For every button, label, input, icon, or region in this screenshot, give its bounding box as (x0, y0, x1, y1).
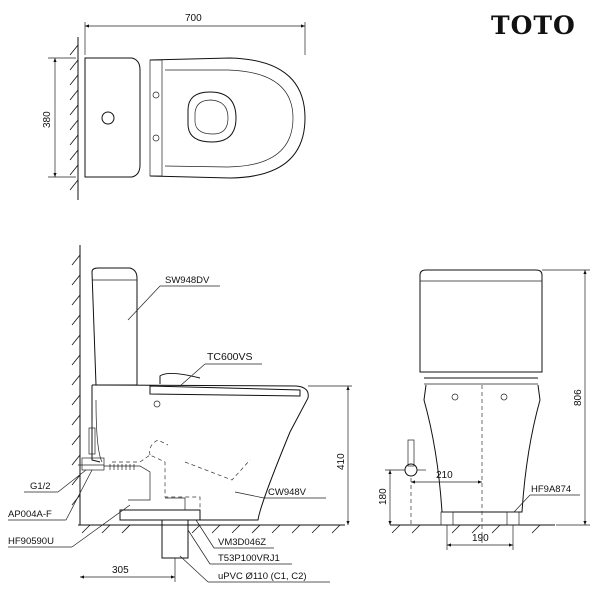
front-floor-hatch (391, 524, 541, 534)
label-angle-valve: AP004A-F (8, 509, 52, 520)
label-drain-adapter: T53P100VRJ1 (218, 553, 280, 564)
label-seat: TC600VS (207, 351, 253, 363)
dim-top-depth: 380 (42, 111, 53, 128)
dim-front-base-width: 190 (472, 533, 489, 544)
front-view: 806 210 180 190 HF9A874 (378, 269, 590, 550)
label-valve-thread: G1/2 (30, 481, 51, 492)
dim-front-supply: 210 (436, 470, 453, 481)
label-fixing-kit: VM3D046Z (218, 537, 266, 548)
side-floor-hatch (81, 524, 341, 534)
top-view: 700 380 (42, 13, 306, 200)
label-bowl: CW948V (268, 487, 307, 498)
side-wall-hatch (71, 254, 81, 506)
dim-side-height: 410 (336, 453, 347, 470)
dim-front-supply-height: 180 (378, 488, 389, 505)
label-drain-pipe: uPVC Ø110 (C1, C2) (218, 571, 307, 582)
side-view: 410 305 SW948DV TC600VS CW948V G1/2 AP00… (8, 245, 352, 583)
dim-side-offset: 305 (112, 565, 129, 576)
label-flexible-hose: HF90590U (8, 536, 54, 547)
brand-logo: TOTO (491, 11, 576, 40)
dim-top-width: 700 (185, 13, 202, 24)
label-front-hose: HF9A874 (531, 484, 571, 495)
dim-front-height: 806 (573, 389, 584, 406)
top-wall-hatch (69, 44, 79, 191)
label-tank: SW948DV (165, 275, 210, 286)
